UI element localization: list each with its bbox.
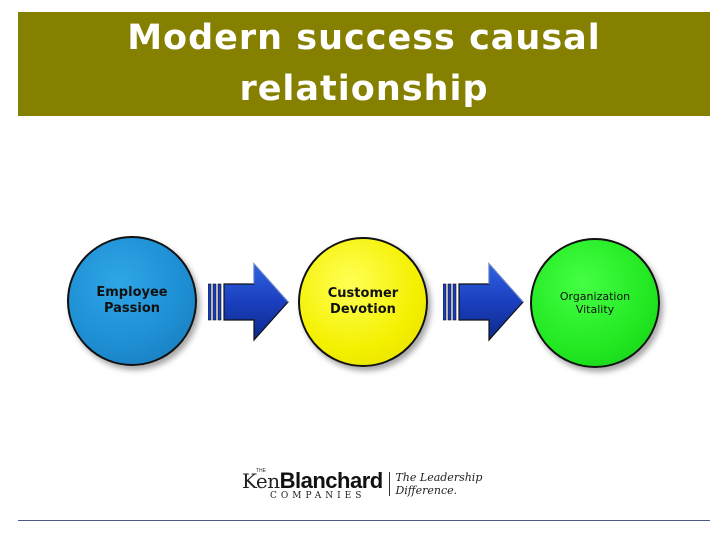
bottom-divider <box>18 520 710 521</box>
node-customer-devotion-line1: Customer <box>327 286 399 301</box>
logo-ken: Ken <box>242 468 280 493</box>
logo-tagline: The Leadership Difference. <box>395 471 483 497</box>
node-organization-vitality-line2: Vitality <box>575 303 615 316</box>
ken-blanchard-logo: THE Ken Blanchard COMPANIES The Leadersh… <box>230 463 510 505</box>
arrow-right-icon <box>443 262 524 342</box>
node-customer-devotion: Customer Devotion <box>298 237 428 367</box>
node-customer-devotion-label: Customer Devotion <box>328 286 398 318</box>
logo-separator <box>388 472 390 496</box>
logo-wordmark: THE Ken Blanchard COMPANIES <box>242 468 383 501</box>
node-employee-passion-line2: Passion <box>103 301 161 316</box>
node-organization-vitality-label: Organization Vitality <box>560 290 630 316</box>
node-organization-vitality-line1: Organization <box>559 290 631 303</box>
title-bar: Modern success causal relationship <box>18 12 710 116</box>
node-employee-passion-line1: Employee <box>96 285 168 300</box>
slide-title: Modern success causal relationship <box>127 18 601 109</box>
logo-blanchard: Blanchard <box>279 467 384 493</box>
logo-the: THE <box>256 467 266 474</box>
node-customer-devotion-line2: Devotion <box>330 302 396 317</box>
node-employee-passion: Employee Passion <box>67 236 197 366</box>
node-employee-passion-label: Employee Passion <box>96 285 167 317</box>
logo-companies: COMPANIES <box>270 490 366 501</box>
arrow-right-icon <box>208 262 289 342</box>
node-organization-vitality: Organization Vitality <box>530 238 660 368</box>
